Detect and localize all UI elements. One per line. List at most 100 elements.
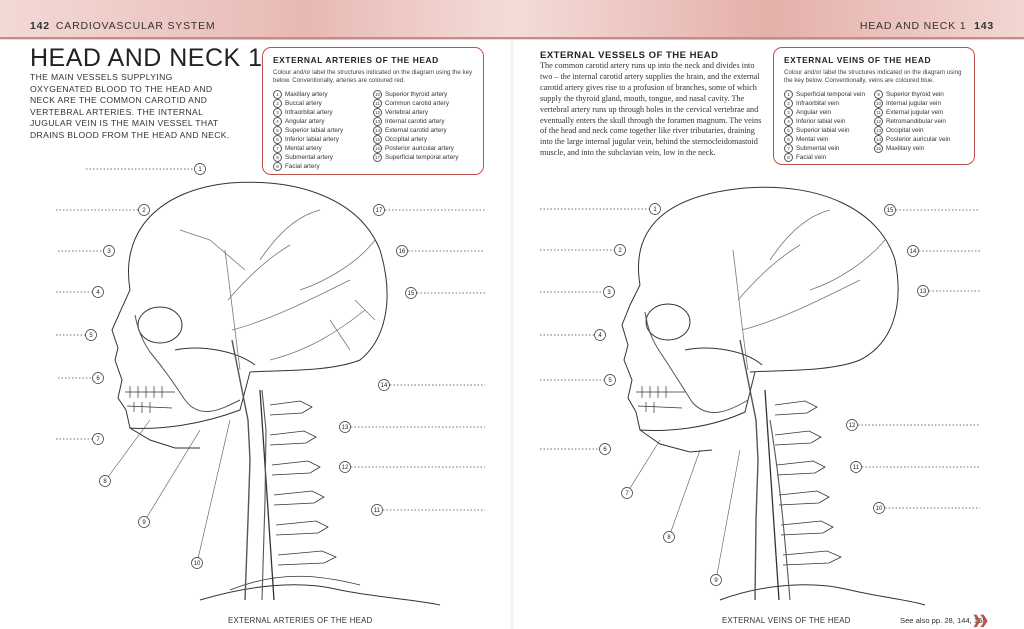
key-label: Common carotid artery bbox=[385, 100, 450, 107]
carotid-artery bbox=[231, 339, 251, 601]
skull-outline-right bbox=[638, 186, 899, 373]
callout-number-circle bbox=[339, 461, 351, 473]
key-label: Facial artery bbox=[285, 163, 320, 170]
cheekbone bbox=[174, 347, 256, 366]
callout-number-circle bbox=[884, 204, 896, 216]
key-number-badge: 4 bbox=[784, 117, 793, 126]
callout-number-circle bbox=[604, 374, 616, 386]
callout-number-circle bbox=[710, 574, 722, 586]
callout-number: 14 bbox=[910, 249, 917, 255]
face-profile-right bbox=[621, 284, 713, 453]
key-label: External jugular vein bbox=[886, 109, 944, 116]
callout-number: 4 bbox=[96, 290, 100, 296]
callout-number-circle bbox=[405, 287, 417, 299]
key-label: Superior thyroid vein bbox=[886, 91, 944, 98]
callout-number: 17 bbox=[376, 208, 383, 214]
callout-number: 7 bbox=[625, 491, 629, 497]
key-label: Infraorbital vein bbox=[796, 100, 840, 107]
intro-text: THE MAIN VESSELS SUPPLYING OXYGENATED BL… bbox=[30, 72, 230, 140]
veins-key-title: EXTERNAL VEINS OF THE HEAD bbox=[784, 55, 932, 65]
callout-number-circle bbox=[603, 286, 615, 298]
key-number-badge: 5 bbox=[784, 126, 793, 135]
key-number-badge: 9 bbox=[874, 90, 883, 99]
key-label: Superficial temporal artery bbox=[385, 154, 459, 161]
double-chevron-right-icon[interactable]: ❯❯ bbox=[972, 613, 989, 627]
callout-number: 4 bbox=[598, 333, 602, 339]
key-label: Angular artery bbox=[285, 118, 325, 125]
callout-number-circle bbox=[594, 329, 606, 341]
arteries-key-title: EXTERNAL ARTERIES OF THE HEAD bbox=[273, 55, 439, 65]
callout-number-circle bbox=[873, 502, 885, 514]
key-label: Angular vein bbox=[796, 109, 832, 116]
key-number-badge: 6 bbox=[273, 135, 282, 144]
key-number-badge: 3 bbox=[273, 108, 282, 117]
callout-number: 14 bbox=[381, 383, 388, 389]
callout-leader-line bbox=[668, 449, 701, 538]
veins-caption: EXTERNAL VEINS OF THE HEAD bbox=[722, 616, 851, 625]
key-label: Inferior labial artery bbox=[285, 136, 339, 143]
face-profile bbox=[111, 289, 200, 449]
callout-number: 1 bbox=[198, 167, 202, 173]
jaw-line-right bbox=[639, 371, 756, 431]
callout-number-circle bbox=[92, 372, 104, 384]
callout-number: 2 bbox=[142, 208, 146, 214]
section-title: EXTERNAL VESSELS OF THE HEAD bbox=[540, 50, 719, 61]
jaw-line bbox=[129, 371, 251, 429]
callout-number: 6 bbox=[603, 447, 607, 453]
skull-outline bbox=[128, 181, 388, 373]
key-number-badge: 1 bbox=[784, 90, 793, 99]
callout-leader-line bbox=[143, 429, 201, 523]
callout-number-circle bbox=[138, 204, 150, 216]
jugular-vein bbox=[739, 339, 759, 601]
temporal-vein-branches bbox=[732, 209, 886, 371]
callout-number: 8 bbox=[103, 479, 107, 485]
key-label: Submental vein bbox=[796, 145, 840, 152]
header-rule bbox=[0, 37, 1024, 39]
facial-artery bbox=[134, 314, 241, 413]
key-number-badge: 10 bbox=[373, 90, 382, 99]
callout-number-circle bbox=[917, 285, 929, 297]
callout-number-circle bbox=[92, 433, 104, 445]
key-number-badge: 6 bbox=[784, 135, 793, 144]
key-label: Occipital vein bbox=[886, 127, 924, 134]
callout-number-circle bbox=[846, 419, 858, 431]
key-number-badge: 8 bbox=[273, 153, 282, 162]
cervical-spine bbox=[259, 389, 275, 601]
shoulder-line bbox=[199, 584, 441, 606]
callout-number: 3 bbox=[607, 290, 611, 296]
callout-number: 16 bbox=[399, 249, 406, 255]
key-number-badge: 15 bbox=[373, 135, 382, 144]
key-label: Buccal artery bbox=[285, 100, 322, 107]
temporal-branches bbox=[179, 209, 376, 371]
vertebral-artery bbox=[261, 389, 267, 601]
key-number-badge: 11 bbox=[373, 99, 382, 108]
page-title: HEAD AND NECK 1 bbox=[30, 44, 263, 72]
callout-number: 15 bbox=[408, 291, 415, 297]
callout-number-circle bbox=[138, 516, 150, 528]
see-also-reference: See also pp. 28, 144, 168 bbox=[900, 616, 987, 625]
key-label: Posterior auricular vein bbox=[886, 136, 951, 143]
key-number-badge: 13 bbox=[373, 117, 382, 126]
